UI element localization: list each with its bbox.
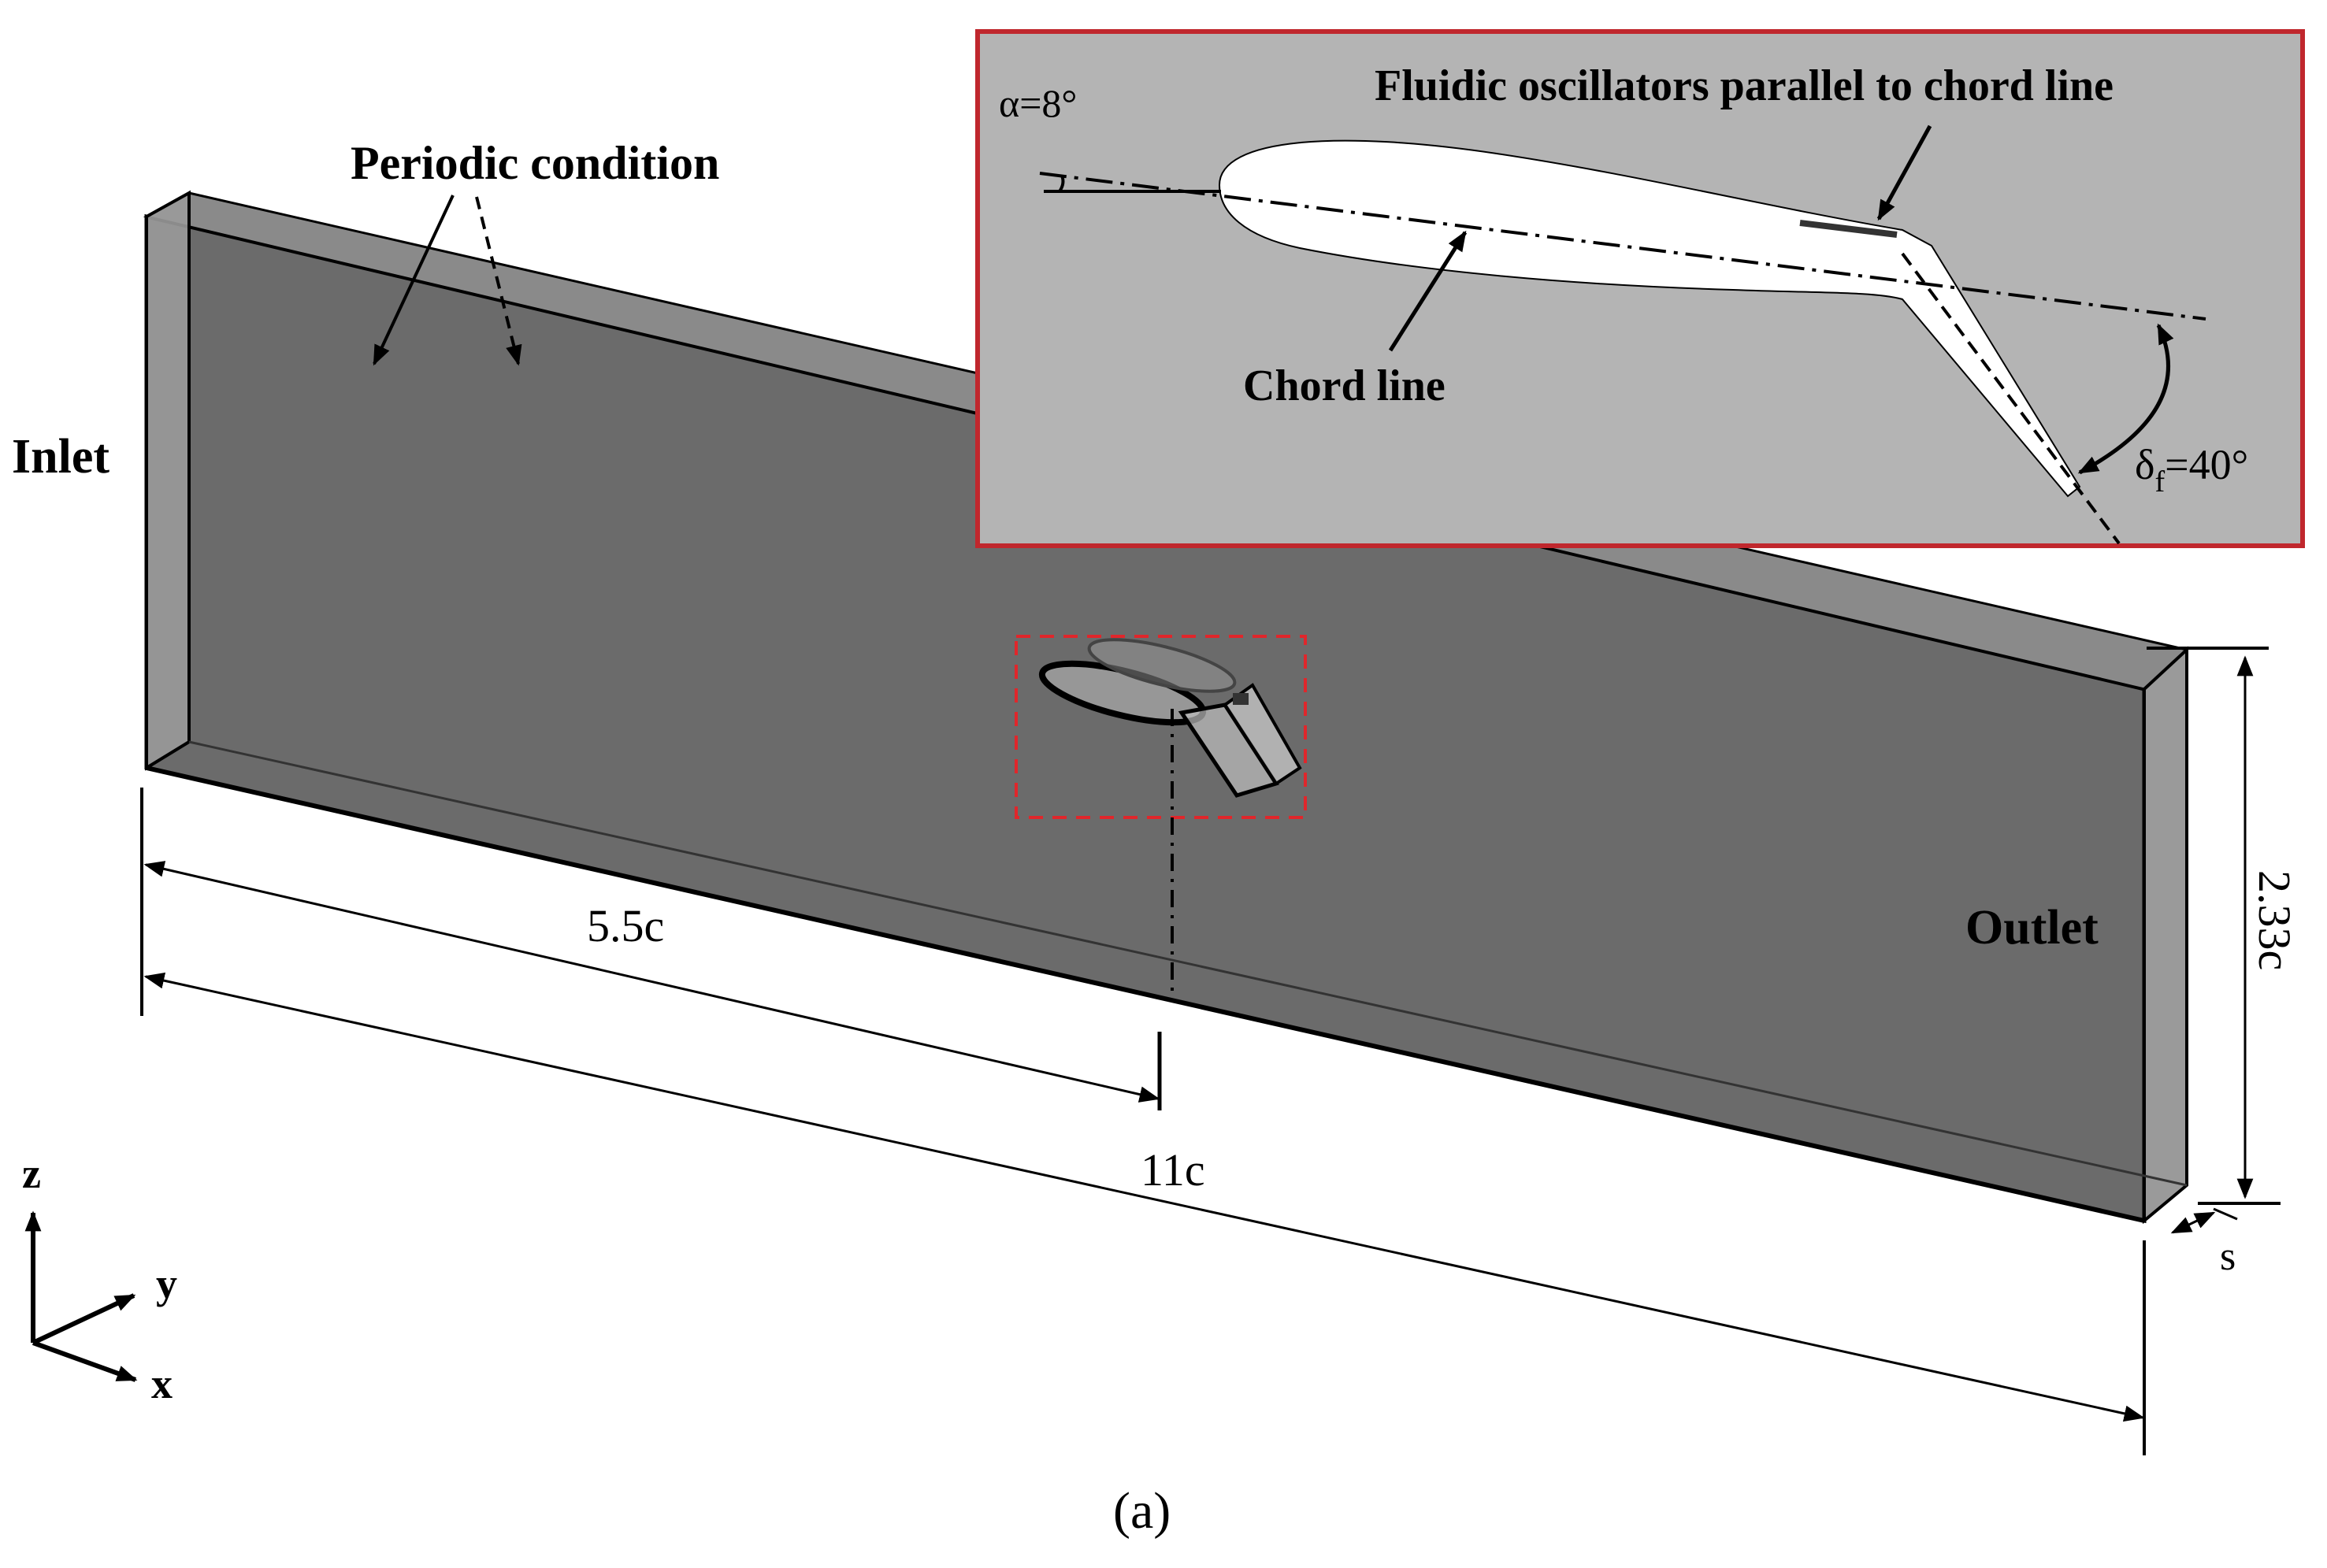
delta-symbol: δ bbox=[2135, 441, 2154, 488]
delta-subscript: f bbox=[2154, 465, 2165, 499]
y-axis-arrow bbox=[32, 1293, 136, 1345]
flap-side bbox=[1223, 683, 1302, 786]
inset-detail: α=8° Fluidic oscillators parallel to cho… bbox=[975, 29, 2305, 548]
oscillator-marker bbox=[1233, 693, 1249, 705]
dim-span-line bbox=[2170, 1211, 2216, 1234]
chord-label: Chord line bbox=[1243, 361, 1446, 410]
outlet-label: Outlet bbox=[1965, 901, 2099, 955]
periodic-condition-label: Periodic condition bbox=[351, 137, 719, 189]
delta-label: δf=40° bbox=[2135, 441, 2248, 499]
inlet-face bbox=[145, 190, 191, 771]
zoom-region-box bbox=[1015, 635, 1307, 819]
periodic-arrow-back bbox=[475, 196, 522, 366]
y-axis-label: y bbox=[156, 1260, 177, 1307]
axes-triad: z y x bbox=[22, 1150, 177, 1407]
dim-11c-label: 11c bbox=[1141, 1144, 1205, 1195]
z-axis-label: z bbox=[22, 1150, 41, 1197]
dim-span-label: s bbox=[2220, 1234, 2236, 1279]
chord-leader bbox=[1388, 230, 1468, 352]
alpha-label: α=8° bbox=[999, 81, 1077, 125]
oscillator-leader bbox=[1876, 124, 1932, 221]
delta-value: =40° bbox=[2165, 441, 2248, 488]
figure-caption: (a) bbox=[1113, 1482, 1171, 1540]
periodic-arrow-front bbox=[373, 195, 455, 366]
inlet-label: Inlet bbox=[12, 430, 109, 484]
chord-line bbox=[1039, 172, 2206, 321]
oscillators-label: Fluidic oscillators parallel to chord li… bbox=[1375, 61, 2114, 110]
x-axis-label: x bbox=[151, 1360, 173, 1407]
flap-angle-arc bbox=[2077, 323, 2174, 475]
airfoil-far-section bbox=[1087, 638, 1237, 693]
dimension-lines: 5.5c 11c 2.33c s bbox=[140, 647, 2300, 1455]
flap-chord-line bbox=[1901, 252, 2121, 545]
caption-text: (a) bbox=[1113, 1482, 1171, 1540]
airfoil-in-domain bbox=[1038, 638, 1302, 798]
oscillator-plate bbox=[1799, 220, 1898, 238]
dim-11c-line bbox=[143, 972, 2145, 1422]
dim-5.5c-label: 5.5c bbox=[587, 900, 664, 951]
outlet-face bbox=[2143, 646, 2188, 1225]
dim-span-tick bbox=[2213, 1207, 2238, 1221]
alpha-arc bbox=[1058, 175, 1065, 193]
x-axis-arrow bbox=[32, 1340, 138, 1382]
dim-height-label: 2.33c bbox=[2249, 870, 2300, 970]
